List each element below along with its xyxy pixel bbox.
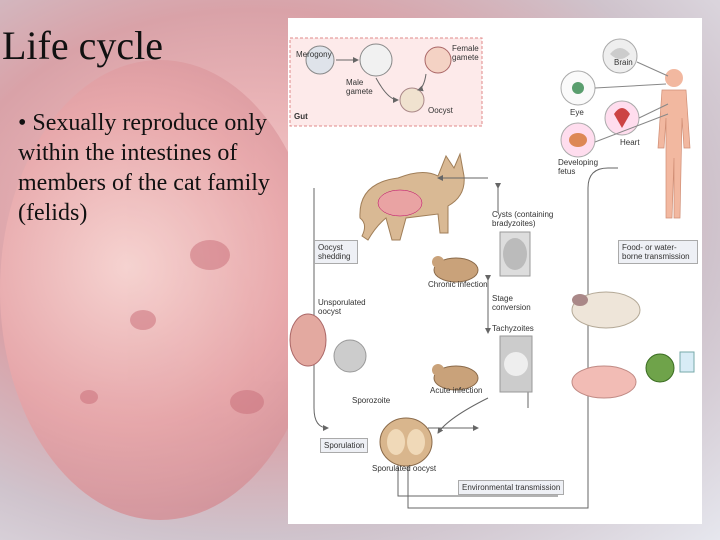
unsporulated-oocyst-large xyxy=(289,313,327,367)
label-heart: Heart xyxy=(620,138,640,147)
male-gamete-cell xyxy=(359,43,393,77)
life-cycle-diagram: Merogony Male gamete Female gamete Oocys… xyxy=(288,18,702,524)
label-gut: Gut xyxy=(294,112,308,121)
human-figure xyxy=(657,69,691,219)
label-cysts: Cysts (containing bradyzoites) xyxy=(492,210,554,228)
label-food-water-transmission: Food- or water-borne transmission xyxy=(618,240,698,264)
label-developing-fetus: Developing fetus xyxy=(558,158,599,176)
oocyst-cell xyxy=(399,87,425,113)
sheep xyxy=(571,291,641,329)
label-male-gamete: Male gamete xyxy=(346,78,373,96)
label-environmental-transmission: Environmental transmission xyxy=(458,480,565,495)
label-stage-conversion: Stage conversion xyxy=(492,294,531,312)
lettuce xyxy=(645,353,675,383)
diagram-graphics xyxy=(289,37,695,509)
label-oocyst: Oocyst xyxy=(428,106,453,115)
label-female-gamete: Female gamete xyxy=(452,44,479,62)
label-chronic-infection: Chronic infection xyxy=(428,280,488,289)
female-gamete-cell xyxy=(424,46,452,74)
water-glass xyxy=(679,351,695,373)
petri-dish-image xyxy=(0,60,320,520)
label-tachyzoites: Tachyzoites xyxy=(492,324,534,333)
mouse-chronic xyxy=(433,257,479,283)
label-eye: Eye xyxy=(570,108,584,117)
label-brain: Brain xyxy=(614,58,633,67)
label-acute-infection: Acute infection xyxy=(430,386,483,395)
label-merogony: Merogony xyxy=(296,50,332,59)
label-sporozoite: Sporozoite xyxy=(352,396,391,405)
merogony-cell xyxy=(305,45,335,75)
label-oocyst-shedding: Oocyst shedding xyxy=(314,240,358,264)
bullet-text: • Sexually reproduce only within the int… xyxy=(18,110,270,226)
label-sporulated-oocyst: Sporulated oocyst xyxy=(372,464,437,473)
unsporulated-oocyst-micro xyxy=(333,339,367,373)
label-sporulation: Sporulation xyxy=(320,438,369,453)
slide-title: Life cycle xyxy=(2,23,163,68)
label-unsporulated-oocyst: Unsporulated oocyst xyxy=(318,298,366,316)
pig xyxy=(571,365,637,399)
mouse-acute xyxy=(433,365,479,391)
